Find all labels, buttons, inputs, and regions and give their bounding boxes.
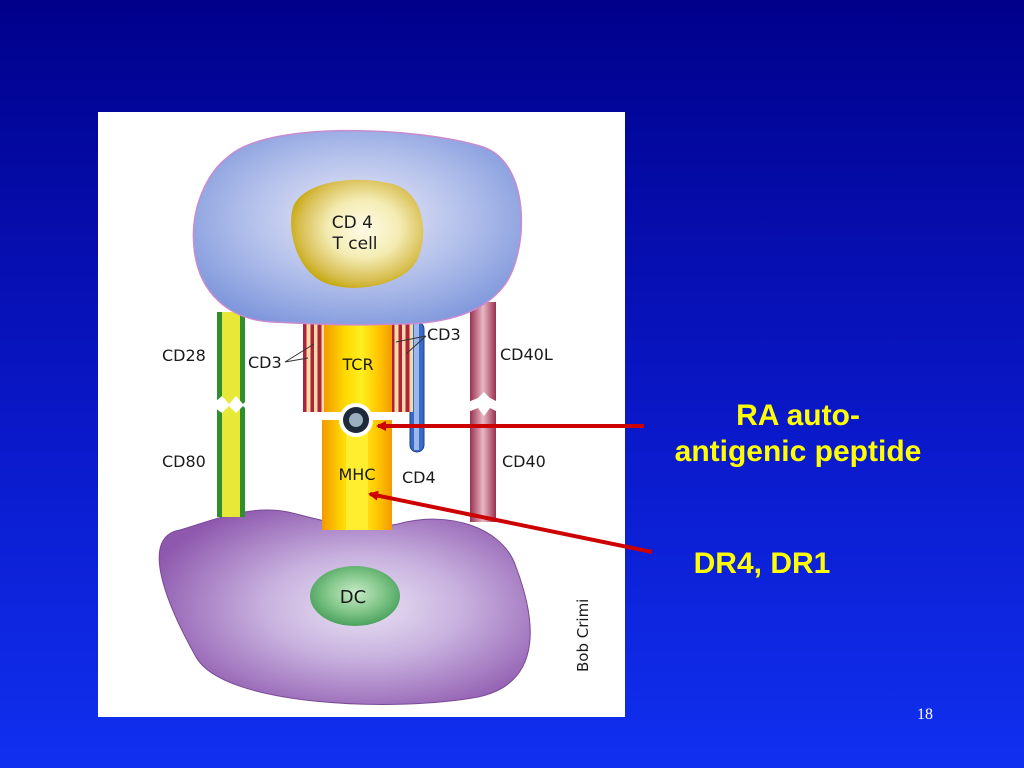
artist-credit: Bob Crimi: [574, 599, 592, 672]
peptide-callout-line1: RA auto-: [736, 399, 860, 432]
cd80-label: CD80: [162, 452, 206, 471]
immune-synapse-diagram: DC CD 4 T cell: [158, 129, 592, 705]
cd40l-label: CD40L: [500, 345, 553, 364]
cd3-left-leader: [284, 343, 315, 363]
cd3-right-leader: [395, 335, 427, 355]
cd3-right-label: CD3: [427, 325, 461, 344]
dc-label: DC: [340, 587, 366, 608]
slide-number: 18: [917, 706, 933, 723]
t-cell-nucleus: [291, 179, 424, 288]
cd3-left-label: CD3: [248, 353, 282, 372]
t-cell-label: CD 4 T cell: [331, 213, 378, 254]
dr-callout: DR4, DR1: [693, 547, 831, 580]
tcr-receptor: [324, 317, 392, 412]
cd40-label: CD40: [502, 452, 546, 471]
cd40l-cd40-receptor: [468, 302, 498, 522]
tcr-label: TCR: [341, 355, 373, 374]
cd3-complex-right: [391, 317, 413, 412]
mhc-label: MHC: [338, 465, 375, 484]
dc-nucleus: [310, 566, 400, 626]
peptide-callout: RA auto- antigenic peptide: [648, 398, 948, 470]
cd28-cd80-receptor: [215, 312, 247, 517]
cd28-label: CD28: [162, 346, 206, 365]
cd4-label: CD4: [402, 468, 436, 487]
peptide-callout-line2: antigenic peptide: [674, 435, 922, 468]
cd3-complex-left: [303, 317, 325, 412]
diagram-panel: DC CD 4 T cell: [98, 112, 625, 717]
